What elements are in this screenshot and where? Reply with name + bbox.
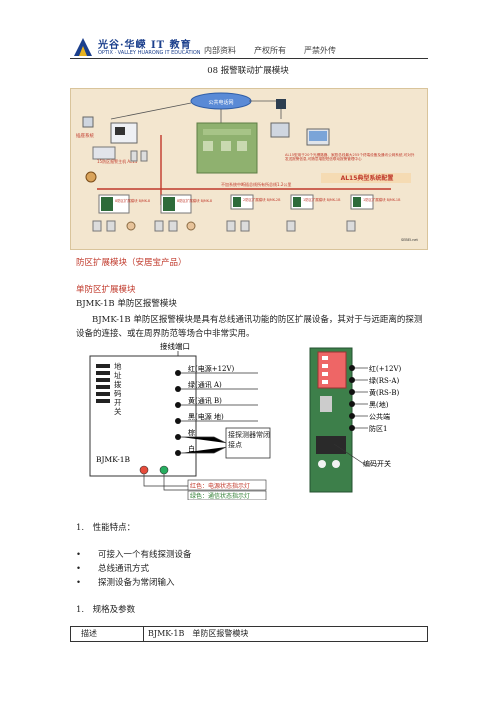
banner-module-label: 8防区扩展模块 BJMK-8 bbox=[115, 198, 150, 203]
banner-module-label: 1防区扩展模块 BJMK-1B bbox=[363, 197, 401, 202]
wire-label: 白 bbox=[188, 444, 195, 453]
company-logo: 光谷·华嵘 IT 教育 OPTIX · VALLEY HUARONG IT ED… bbox=[72, 34, 201, 62]
detector-note: 接探测器常闭接点 bbox=[228, 431, 270, 449]
red-led-icon bbox=[139, 465, 149, 475]
banner-bus-label: 不加系统中断插总线所有所总线1.2公里 bbox=[221, 181, 291, 187]
banner-module-label: 8防区扩展模块 BJMK-8 bbox=[177, 198, 212, 203]
header-tag: 产权所有 bbox=[254, 46, 286, 55]
banner-panel-label: 15防区报警主机 AL15 bbox=[97, 158, 138, 164]
logo-text-en: OPTIX · VALLEY HUARONG IT EDUCATION bbox=[98, 50, 201, 56]
header-tag: 内部资料 bbox=[204, 46, 236, 55]
module-model: BJMK-1B bbox=[96, 455, 131, 464]
photo-label: 防区1 bbox=[369, 424, 387, 433]
module-box bbox=[89, 355, 197, 477]
photo-label: 红(+12V) bbox=[369, 364, 402, 373]
banner-module-label: 1防区扩展模块 BJMK-1B bbox=[303, 197, 341, 202]
spec-table-cell: BJMK-1B 单防区报警模块 bbox=[148, 629, 249, 638]
photo-label: 公共端 bbox=[369, 412, 390, 421]
system-config-banner: 公共电话网 插座系统 15防区报警主机 AL15 AL15典型系统配置 AL15… bbox=[70, 88, 428, 250]
specs-title: 1. 规格及参数 bbox=[76, 605, 136, 615]
wiring-diagram: 接线端口 地址拨码开关 BJMK-1B 红(电源+12V) 绿(通讯 A) 黄(… bbox=[89, 341, 402, 500]
banner-module-label: 2防区扩展模块 BJMK-2B bbox=[243, 197, 281, 202]
photo-label: 黑(地) bbox=[369, 400, 389, 409]
header-divider bbox=[70, 58, 428, 59]
green-led-icon bbox=[159, 465, 169, 475]
wire-label: 绿(通讯 A) bbox=[188, 380, 222, 389]
led-green-label: 绿色：通信状态指示灯 bbox=[190, 492, 250, 500]
document-title: 08 报警联动扩展模块 bbox=[207, 66, 289, 76]
header-tag: 严禁外传 bbox=[304, 46, 336, 55]
product-title: BJMK-1B 单防区报警模块 bbox=[76, 299, 177, 309]
header-tags: 内部资料 产权所有 严禁外传 bbox=[204, 45, 336, 56]
feature-item: • 可接入一个有线探测设备 bbox=[76, 550, 192, 560]
system-config-figure: 公共电话网 插座系统 15防区报警主机 AL15 AL15典型系统配置 AL15… bbox=[76, 92, 419, 242]
wire-label: 黑(电源 地) bbox=[188, 412, 224, 421]
wire-label: 黄(通讯 B) bbox=[188, 396, 222, 405]
spec-table: 描述 BJMK-1B 单防区报警模块 bbox=[70, 626, 428, 642]
banner-desc: AL15型用于20个光栅路器、家庭总线最大255个终端设备及通讯公网系统,可对外… bbox=[285, 153, 415, 162]
banner-cloud-label: 公共电话网 bbox=[208, 99, 233, 106]
logo-mark-icon bbox=[74, 38, 92, 56]
section-subheading: 单防区扩展模块 bbox=[76, 285, 136, 295]
feature-item: • 总线通讯方式 bbox=[76, 564, 150, 574]
dip-label: 地址拨码开关 bbox=[114, 362, 122, 416]
logo-text-cn: 光谷·华嵘 IT 教育 bbox=[98, 40, 192, 51]
photo-label: 黄(RS-B) bbox=[369, 388, 400, 397]
wire-label: 棕 bbox=[188, 428, 195, 437]
siren-device bbox=[82, 116, 94, 128]
port-label: 接线端口 bbox=[160, 341, 190, 351]
wire-label: 红(电源+12V) bbox=[188, 364, 235, 373]
banner-left-label: 插座系统 bbox=[76, 132, 94, 139]
spec-table-header: 描述 bbox=[71, 627, 144, 641]
banner-corner-mark: SEBEI.net bbox=[401, 238, 419, 242]
photo-switch-label: 编码开关 bbox=[363, 459, 391, 468]
led-red-label: 红色：电源状态指示灯 bbox=[190, 482, 250, 490]
section-heading-red: 防区扩展模块（安居宝产品） bbox=[76, 258, 187, 268]
photo-label: 绿(RS-A) bbox=[369, 376, 399, 385]
dip-switch bbox=[96, 364, 110, 403]
features-title: 1. 性能特点： bbox=[76, 523, 136, 533]
product-description: BJMK-1B 单防区报警模块是具有总线通讯功能的防区扩展设备，其对于与远距离的… bbox=[76, 315, 423, 339]
feature-item: • 探测设备为常闭输入 bbox=[76, 578, 175, 588]
banner-title: AL15典型系统配置 bbox=[341, 174, 394, 182]
